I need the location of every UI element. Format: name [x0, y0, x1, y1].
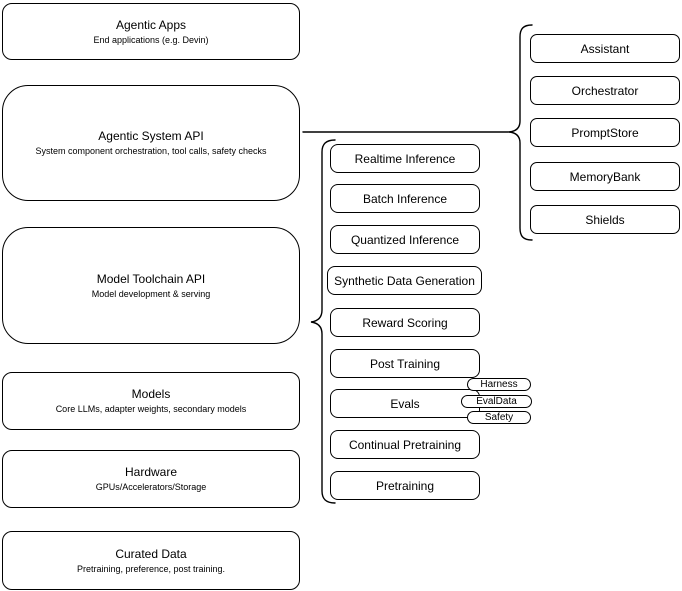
- node-label: Continual Pretraining: [348, 437, 462, 452]
- node-curated-data: Curated Data Pretraining, preference, po…: [2, 531, 300, 590]
- node-batch-inference: Batch Inference: [330, 184, 480, 213]
- badge-safety: Safety: [467, 411, 531, 424]
- node-label: Post Training: [369, 356, 441, 371]
- node-synthetic-data-generation: Synthetic Data Generation: [327, 266, 482, 295]
- node-realtime-inference: Realtime Inference: [330, 144, 480, 173]
- node-subtitle: Model development & serving: [91, 288, 211, 299]
- node-model-toolchain-api: Model Toolchain API Model development & …: [2, 227, 300, 344]
- node-label: Realtime Inference: [354, 151, 456, 166]
- node-reward-scoring: Reward Scoring: [330, 308, 480, 337]
- node-subtitle: GPUs/Accelerators/Storage: [95, 482, 207, 492]
- toolchain-services-brace: [310, 139, 336, 504]
- node-memorybank: MemoryBank: [530, 162, 680, 191]
- node-continual-pretraining: Continual Pretraining: [330, 430, 480, 459]
- badge-evaldata: EvalData: [461, 395, 532, 408]
- agent-components-brace: [508, 24, 533, 241]
- badge-label: Safety: [484, 412, 514, 423]
- badge-label: Harness: [480, 379, 518, 390]
- node-label: Batch Inference: [362, 191, 448, 206]
- node-subtitle: System component orchestration, tool cal…: [35, 146, 267, 156]
- node-orchestrator: Orchestrator: [530, 76, 680, 105]
- node-agentic-apps: Agentic Apps End applications (e.g. Devi…: [2, 3, 300, 60]
- node-label: MemoryBank: [569, 169, 641, 184]
- node-label: Evals: [390, 396, 420, 411]
- node-label: Assistant: [580, 41, 630, 56]
- node-label: Orchestrator: [571, 83, 639, 98]
- node-post-training: Post Training: [330, 349, 480, 378]
- node-title: Hardware: [124, 465, 178, 479]
- node-title: Curated Data: [115, 546, 187, 561]
- node-models: Models Core LLMs, adapter weights, secon…: [2, 372, 300, 430]
- node-label: Quantized Inference: [350, 232, 460, 247]
- node-title: Model Toolchain API: [96, 271, 206, 286]
- node-label: Reward Scoring: [362, 315, 448, 330]
- node-assistant: Assistant: [530, 34, 680, 63]
- node-title: Agentic System API: [98, 129, 204, 143]
- badge-harness: Harness: [467, 378, 531, 391]
- node-label: PromptStore: [571, 125, 639, 140]
- node-promptstore: PromptStore: [530, 118, 680, 147]
- node-pretraining: Pretraining: [330, 471, 480, 500]
- badge-label: EvalData: [476, 396, 517, 407]
- node-label: Pretraining: [375, 478, 435, 493]
- node-title: Models: [131, 387, 171, 401]
- node-evals: Evals: [330, 389, 480, 418]
- node-subtitle: Pretraining, preference, post training.: [76, 563, 226, 574]
- node-label: Synthetic Data Generation: [334, 273, 475, 288]
- node-subtitle: End applications (e.g. Devin): [93, 34, 209, 45]
- node-agentic-system-api: Agentic System API System component orch…: [2, 85, 300, 201]
- node-label: Shields: [585, 212, 625, 227]
- node-shields: Shields: [530, 205, 680, 234]
- node-title: Agentic Apps: [115, 17, 187, 32]
- node-quantized-inference: Quantized Inference: [330, 225, 480, 254]
- node-hardware: Hardware GPUs/Accelerators/Storage: [2, 450, 300, 508]
- node-subtitle: Core LLMs, adapter weights, secondary mo…: [55, 404, 247, 414]
